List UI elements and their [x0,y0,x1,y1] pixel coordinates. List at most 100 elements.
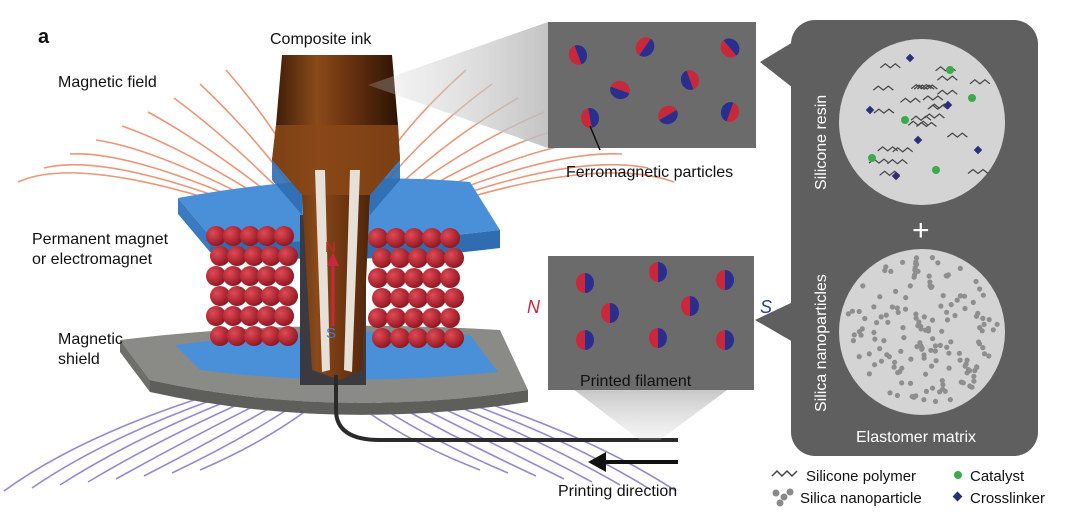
silica-bead [946,350,952,356]
coil-winding [227,246,247,266]
silica-bead [902,306,909,312]
silica-bead [866,351,872,357]
ferromagnetic-particle [576,330,594,350]
coil-winding [440,228,460,248]
coil-winding [408,328,428,348]
silica-bead [971,373,977,379]
coil-winding [240,306,260,326]
silicone-polymer-chain [910,115,932,121]
silica-bead [907,283,913,289]
ferromagnetic-particle [635,37,655,57]
silica-bead [980,345,986,351]
silicone-polymer-chain [946,132,968,138]
ferromagnetic-particle [681,296,699,316]
silica-bead [930,336,936,342]
field-line [477,399,677,492]
silicone-polymer-chain [913,84,935,90]
particle-north-half [720,40,737,58]
legend-silica-nanoparticle: Silica nanoparticle [800,490,922,507]
coil-winding [261,286,281,306]
ferromagnetic-particle [601,303,619,323]
silica-bead [878,314,884,320]
silica-bead [866,371,873,377]
field-line [441,399,621,486]
ferromagnetic-particle [576,273,594,293]
electromagnet-coils [206,226,464,348]
ferromagnetic-particles-label: Ferromagnetic particles [566,164,733,181]
catalyst-dot [868,154,876,162]
crosslinker-icon [952,491,963,502]
silica-bead [921,397,927,403]
silica-bead [887,390,893,396]
ferromagnetic-particle [658,105,678,125]
particle-north-half [580,108,592,128]
coil-winding [390,288,410,308]
silica-bead [849,308,856,314]
coil-winding [404,308,424,328]
coil-winding [261,246,281,266]
particle-south-half [585,330,594,350]
ferromagnetic-particle [568,45,588,65]
elastomer-matrix-label: Elastomer matrix [856,429,976,446]
silica-bead [897,369,903,375]
silica-bead [937,342,943,348]
coil-winding [257,266,277,286]
printing-direction-label: Printing direction [558,483,677,500]
silica-bead [980,315,986,321]
particle-north-half [649,328,658,348]
ferromagnetic-particle [610,80,630,100]
silica-bead [929,363,935,369]
silica-bead [981,351,988,357]
particle-south-half [690,296,699,316]
silica-bead [928,284,934,290]
coil-winding [223,306,243,326]
silica-bead [948,339,954,345]
silica-bead [871,329,877,336]
silica-bead [954,297,960,303]
silica-bead [940,293,946,299]
silica-bead [914,344,920,350]
shield-label-line1: Magnetic [58,331,123,348]
silica-bead [888,268,894,274]
silica-bead [926,273,932,279]
silicone-polymer-chain [877,146,899,152]
particle-north-half [716,270,725,290]
particle-south-half [639,38,655,57]
field-line [115,399,267,480]
silica-bead [878,358,885,364]
silica-nanoparticle-network [845,255,1000,404]
silica-bead [886,354,892,360]
silicone-polymer-chain [969,79,991,85]
ferromagnetic-particle [649,262,667,282]
coil-winding [390,328,410,348]
coil-winding [223,226,243,246]
particle-north-half [568,45,582,65]
silica-bead [923,371,929,377]
silica-bead [923,388,930,394]
particle-north-half [726,102,740,122]
silica-bead [913,315,919,321]
silicone-resin-label: Silicone resin [813,95,830,190]
coil-winding [257,226,277,246]
field-line [59,399,231,486]
silica-bead [967,368,973,374]
silica-bead [899,380,905,386]
silica-bead [932,398,939,404]
silica-bead [944,273,950,279]
silica-bead [963,361,969,367]
inner-pole-indicator: N S [325,239,339,342]
catalyst-dot [946,66,954,74]
particle-south-half [725,270,734,290]
silica-bead [986,317,992,323]
silicone-polymer-chain [967,168,989,175]
legend-crosslinker: Crosslinker [970,490,1045,507]
coil-winding [426,328,446,348]
coil-winding [210,286,230,306]
silicone-polymer-chain [936,75,958,81]
coil-winding [386,268,406,288]
coil-winding [278,246,298,266]
particle-north-half [610,80,630,94]
silica-bead [933,358,939,364]
coil-winding [257,306,277,326]
ferromagnetic-particle [649,328,667,348]
